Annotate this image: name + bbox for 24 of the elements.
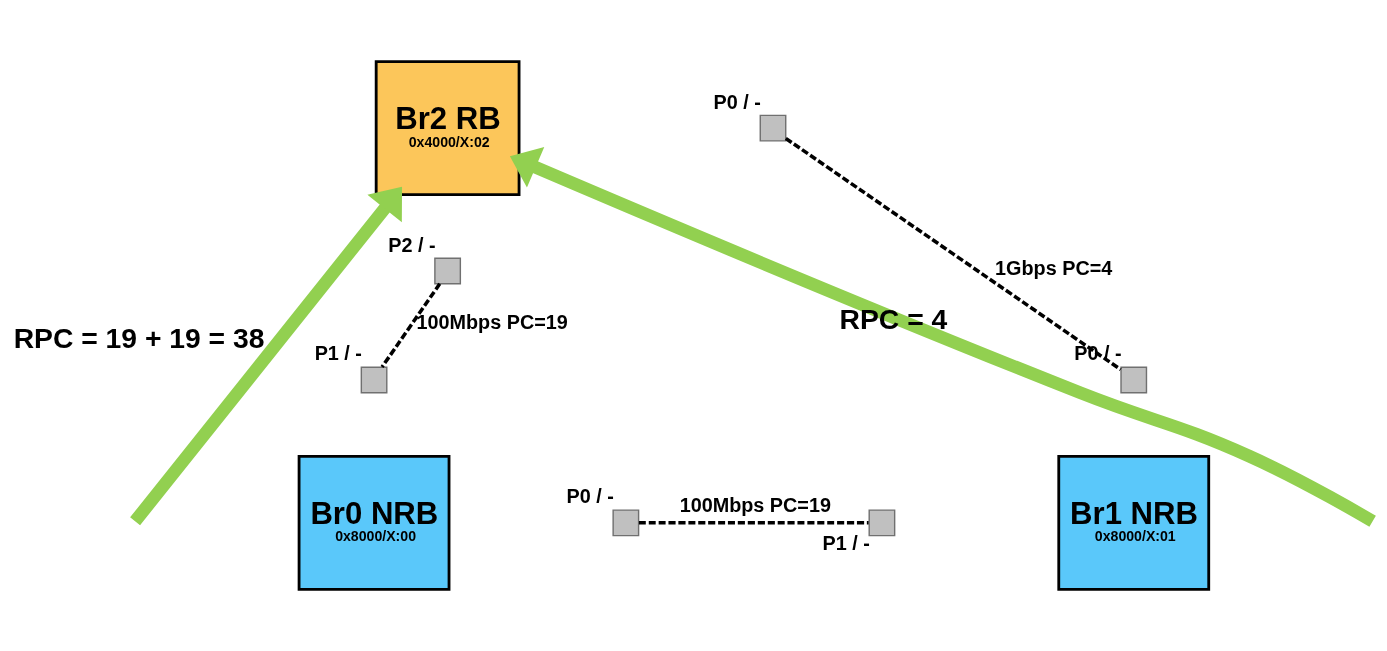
node-box (612, 509, 640, 537)
node-box (759, 114, 787, 142)
node-label: P2 / - (388, 233, 436, 256)
connector (380, 282, 442, 368)
node-box: Br0 NRB 0x8000/X:00 (297, 454, 451, 591)
node-box: Br2 RB 0x4000/X:02 (374, 60, 521, 197)
node-box: Br1 NRB 0x8000/X:01 (1057, 454, 1211, 591)
connector (638, 521, 869, 525)
node-label: P1 / - (822, 532, 870, 555)
edge-label: 100Mbps PC=19 (416, 311, 568, 334)
connector (784, 136, 1122, 371)
node-box (360, 366, 388, 394)
edge-label: RPC = 4 (839, 303, 948, 336)
node-box (434, 257, 462, 285)
node-box (1120, 366, 1148, 394)
node-label: P1 / - (314, 342, 362, 365)
arrow (509, 147, 1376, 527)
arrow (130, 186, 403, 526)
edge-label: RPC = 19 + 19 = 38 (13, 321, 265, 354)
edge-label: 1Gbps PC=4 (995, 256, 1113, 279)
node-box (868, 509, 896, 537)
node-label: P0 / - (713, 90, 761, 113)
node-label: P0 / - (566, 485, 614, 508)
edge-label: 100Mbps PC=19 (679, 493, 831, 516)
